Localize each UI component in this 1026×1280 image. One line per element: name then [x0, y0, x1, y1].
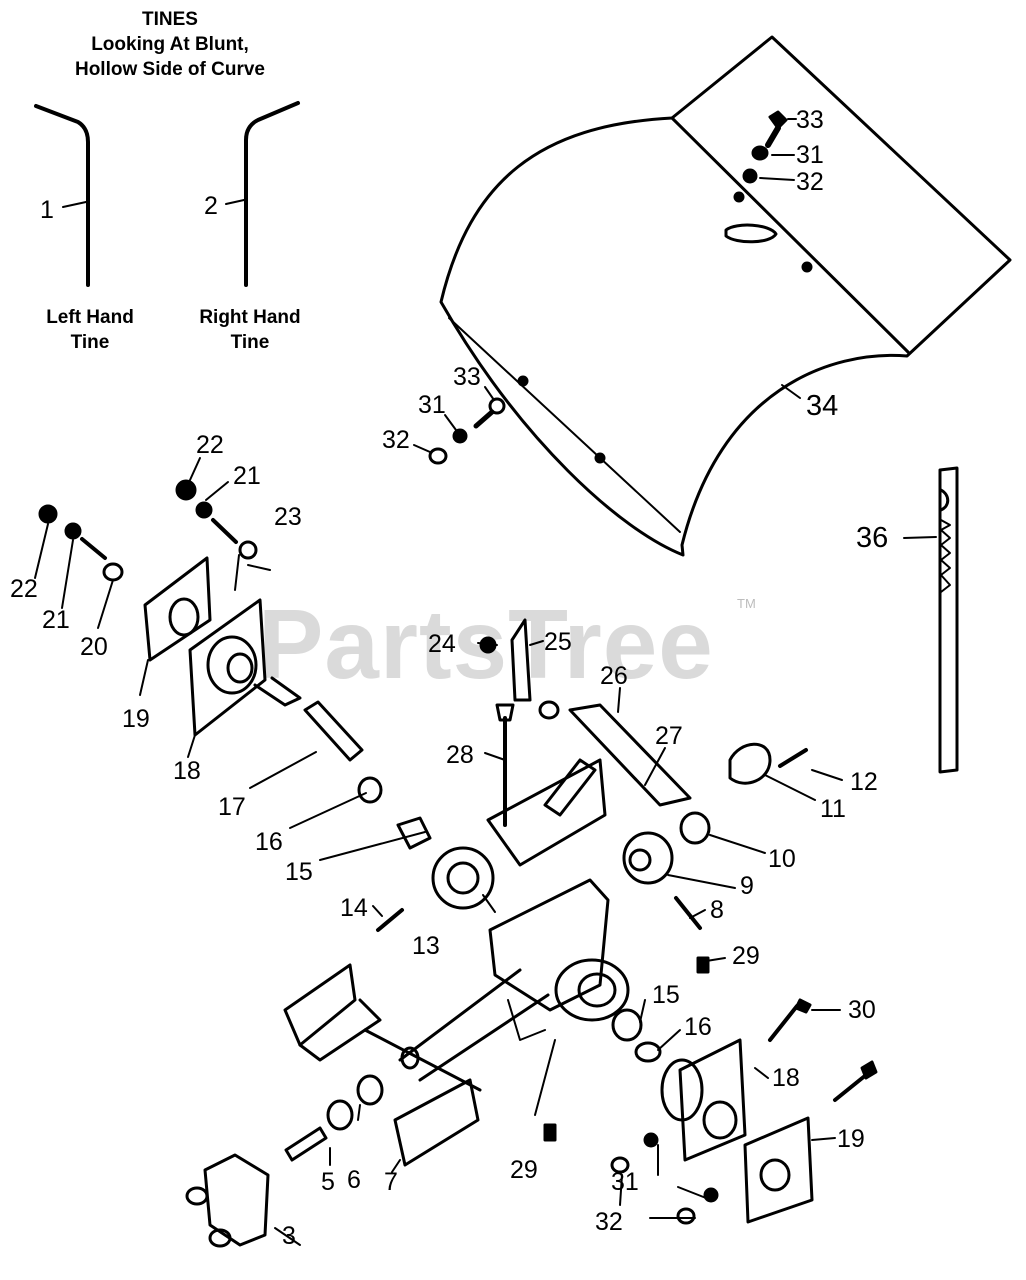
callout-26: 26: [600, 662, 628, 690]
left-hand-tine-label: Left Hand Tine: [20, 305, 160, 355]
left-hub-assembly: [38, 479, 432, 850]
callout-6: 6: [347, 1166, 361, 1194]
tines-subtitle-1: Looking At Blunt,: [91, 34, 249, 55]
depth-control-assembly: [479, 618, 692, 867]
gearbox-assembly: [376, 742, 808, 1142]
callout-11: 11: [820, 795, 846, 823]
callout-2: 2: [204, 192, 218, 220]
callout-13: 13: [412, 932, 440, 960]
left-hand-tine: [34, 104, 90, 287]
callout-1: 1: [40, 196, 54, 224]
callout-19-left: 19: [122, 705, 150, 733]
tine-shield: [439, 35, 1012, 557]
callout-18-left: 18: [173, 757, 201, 785]
right-tine-caption-2: Tine: [230, 332, 270, 353]
callout-17: 17: [218, 793, 246, 821]
callout-10: 10: [768, 845, 796, 873]
callout-25: 25: [544, 628, 572, 656]
right-hand-tine-label: Right Hand Tine: [180, 305, 320, 355]
left-tine-caption-1: Left Hand: [46, 307, 134, 328]
callout-21-top: 21: [233, 462, 261, 490]
callout-9: 9: [740, 872, 754, 900]
callout-8: 8: [710, 896, 724, 924]
shield-hardware-top: [742, 110, 797, 184]
callout-7: 7: [384, 1168, 398, 1196]
depth-bar: [903, 466, 959, 774]
callout-3: 3: [282, 1222, 296, 1250]
callout-22-top: 22: [196, 431, 224, 459]
callout-14: 14: [340, 894, 368, 922]
callout-29-right: 29: [732, 942, 760, 970]
right-hand-tine: [244, 101, 300, 287]
callout-27: 27: [655, 722, 683, 750]
callout-32-bottom: 32: [595, 1208, 623, 1236]
callout-36: 36: [856, 522, 888, 554]
callout-18-right: 18: [772, 1064, 800, 1092]
tines-title: TINES: [142, 9, 198, 30]
tines-subtitle-2: Hollow Side of Curve: [74, 59, 266, 80]
callout-16-right: 16: [684, 1013, 712, 1041]
shield-hardware-left: [413, 386, 506, 465]
callout-19-right: 19: [837, 1125, 865, 1153]
right-tine-caption-1: Right Hand: [199, 307, 301, 328]
callout-21-left: 21: [42, 606, 70, 634]
callout-20: 20: [80, 633, 108, 661]
callout-31-left: 31: [418, 391, 446, 419]
callout-15-right: 15: [652, 981, 680, 1009]
callout-34: 34: [806, 390, 838, 422]
callout-24: 24: [428, 630, 456, 658]
callout-12: 12: [850, 768, 878, 796]
frame-and-right-hub: [185, 963, 878, 1248]
callout-31-bottom: 31: [611, 1168, 639, 1196]
callout-5: 5: [321, 1168, 335, 1196]
callout-23: 23: [274, 503, 302, 531]
callout-28: 28: [446, 741, 474, 769]
callout-numbers: 1 2 33 31 32 34 33 31 32 36 22 21 23 22 …: [10, 106, 888, 1250]
callout-15-left: 15: [285, 858, 313, 886]
callout-31-top: 31: [796, 141, 824, 169]
callout-16-left: 16: [255, 828, 283, 856]
trademark-mark: TM: [737, 596, 756, 611]
callout-22-left: 22: [10, 575, 38, 603]
left-tine-caption-2: Tine: [70, 332, 110, 353]
callout-33-top: 33: [796, 106, 824, 134]
callout-32-left: 32: [382, 426, 410, 454]
callout-33-left: 33: [453, 363, 481, 391]
callout-30: 30: [848, 996, 876, 1024]
callout-leaders: [34, 457, 843, 1246]
callout-29-bottom: 29: [510, 1156, 538, 1184]
callout-32-top: 32: [796, 168, 824, 196]
